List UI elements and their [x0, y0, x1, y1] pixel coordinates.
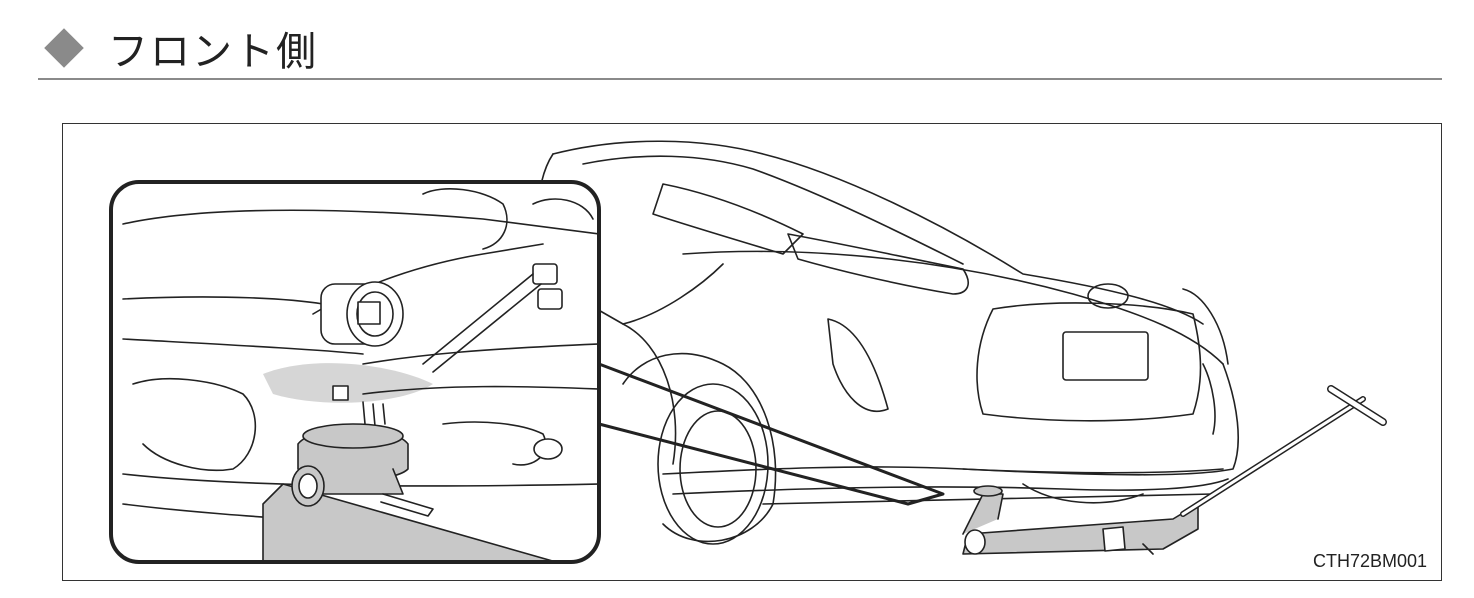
- diamond-bullet-icon: [44, 28, 84, 68]
- car-jack-illustration: [109, 140, 1387, 564]
- section-title: フロント側: [108, 29, 318, 75]
- figure-code: CTH72BM001: [1312, 551, 1427, 571]
- floor-jack-drawing: [962, 385, 1387, 555]
- illustration-frame: CTH72BM001: [62, 123, 1442, 581]
- inset-detail: [109, 180, 601, 564]
- car-drawing: [537, 140, 1239, 545]
- section-header: フロント側: [38, 18, 1442, 80]
- callout-lines: [597, 362, 945, 506]
